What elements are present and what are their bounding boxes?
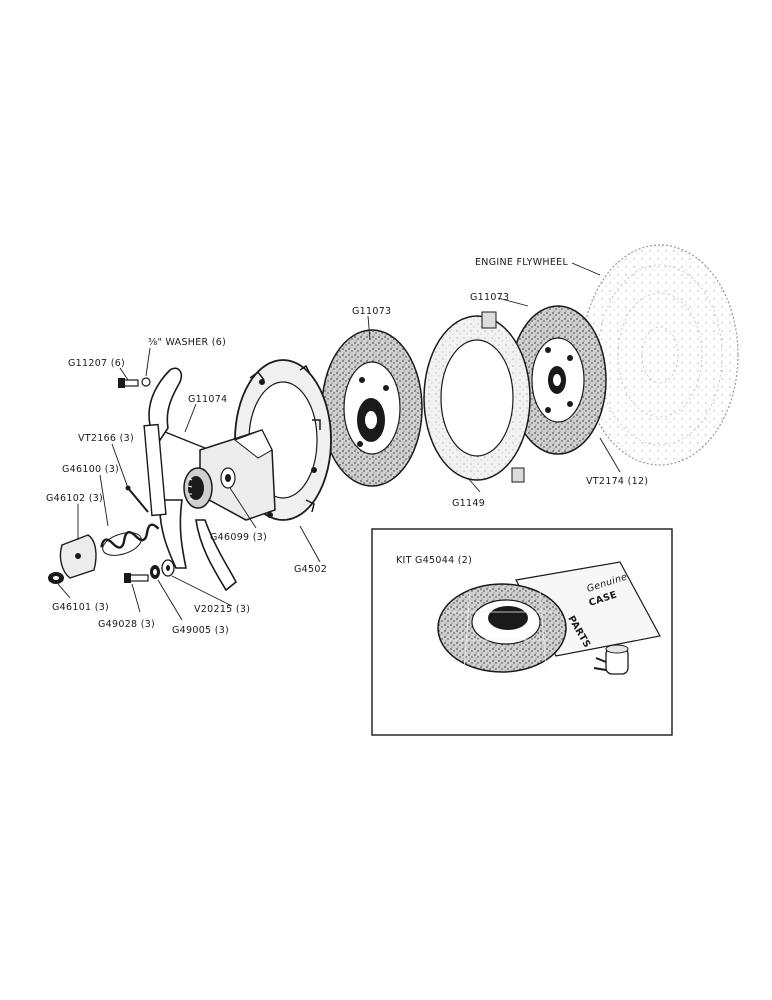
washer-g49005	[150, 565, 160, 579]
label-g4502: G4502	[294, 564, 327, 575]
label-g11207: G11207 (6)	[68, 358, 125, 369]
kit-title: KIT G45044 (2)	[396, 555, 472, 566]
bolt-g49028	[124, 573, 149, 583]
label-g11073-rear: G11073	[470, 292, 509, 303]
leader-lines	[57, 262, 621, 621]
label-v20215: V20215 (3)	[194, 604, 250, 615]
bolt-g11207	[118, 377, 151, 388]
label-g11073-front: G11073	[352, 306, 391, 317]
label-g46102: G46102 (3)	[46, 493, 103, 504]
release-levers	[143, 367, 238, 592]
label-vt2166: VT2166 (3)	[78, 433, 134, 444]
label-vt2174: VT2174 (12)	[586, 476, 648, 487]
label-engine-flywheel: ENGINE FLYWHEEL	[475, 257, 568, 268]
label-g1149: G1149	[452, 498, 485, 509]
intermediate-plate	[423, 311, 531, 483]
pin-vt2166	[125, 485, 149, 513]
label-g46099: G46099 (3)	[210, 532, 267, 543]
nut-g46101	[48, 572, 64, 584]
rear-friction-disc	[509, 305, 607, 455]
label-g49005: G49005 (3)	[172, 625, 229, 636]
washer-v20215	[161, 559, 175, 577]
spring-cup-g46102	[59, 534, 97, 579]
label-washer: ⅜" WASHER (6)	[148, 337, 226, 348]
splined-hub	[183, 467, 213, 509]
kit-inset: KIT G45044 (2) Genuine CASE PARTS	[371, 528, 673, 736]
label-g11074: G11074	[188, 394, 227, 405]
label-g46100: G46100 (3)	[62, 464, 119, 475]
kit-friction-disc	[437, 583, 567, 673]
front-friction-disc	[321, 329, 423, 487]
engine-flywheel	[581, 244, 739, 466]
label-g46101: G46101 (3)	[52, 602, 109, 613]
label-g49028: G49028 (3)	[98, 619, 155, 630]
clutch-cover	[199, 429, 276, 521]
kit-small-part	[593, 644, 629, 675]
spring-g46100	[100, 523, 160, 556]
